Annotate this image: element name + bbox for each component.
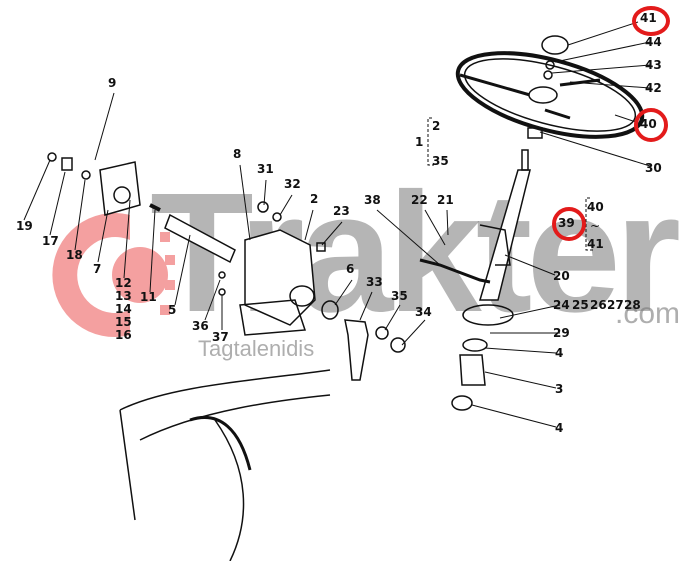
horn-cap xyxy=(541,35,569,55)
highlight-39 xyxy=(552,207,586,241)
washer-43 xyxy=(543,70,553,80)
part-label[interactable]: 4 xyxy=(555,346,564,360)
logo-c-shape xyxy=(52,212,130,337)
part-label[interactable]: 18 xyxy=(66,248,83,262)
part-label[interactable]: 37 xyxy=(212,330,229,344)
part-label-highlighted[interactable]: 40 xyxy=(640,117,657,131)
tractor-body xyxy=(119,369,331,561)
part-label[interactable]: 12 xyxy=(115,276,132,290)
part-label[interactable]: 33 xyxy=(366,275,383,289)
part-label[interactable]: 31 xyxy=(257,162,274,176)
seal-6 xyxy=(321,300,339,320)
part-label[interactable]: 34 xyxy=(415,305,432,319)
logo-gear-teeth-icon xyxy=(160,232,175,315)
bearing-4 xyxy=(462,338,488,352)
wheel-hub xyxy=(528,86,558,104)
bushing-30 xyxy=(527,127,543,139)
cover-7 xyxy=(99,161,141,216)
part-label[interactable]: 27 xyxy=(607,298,624,312)
part-label[interactable]: 20 xyxy=(553,269,570,283)
watermark-brand: Trakter xyxy=(150,158,681,348)
part-label[interactable]: 44 xyxy=(645,35,662,49)
part-label[interactable]: 28 xyxy=(624,298,641,312)
part-label[interactable]: 2 xyxy=(432,119,441,133)
part-label[interactable]: 41 xyxy=(587,237,604,251)
part-label[interactable]: 6 xyxy=(346,262,355,276)
part-label[interactable]: 15 xyxy=(115,315,132,329)
part-label[interactable]: 25 xyxy=(572,298,589,312)
part-label[interactable]: 23 xyxy=(333,204,350,218)
nut-44 xyxy=(545,60,555,70)
part-label[interactable]: 26 xyxy=(590,298,607,312)
arm-33 xyxy=(344,319,369,381)
part-label[interactable]: 24 xyxy=(553,298,570,312)
part-label-highlighted[interactable]: 41 xyxy=(640,11,657,25)
part-label[interactable]: 35 xyxy=(391,289,408,303)
part-label[interactable]: 13 xyxy=(115,289,132,303)
part-label[interactable]: 32 xyxy=(284,177,301,191)
part-label[interactable]: 22 xyxy=(411,193,428,207)
part-label[interactable]: 43 xyxy=(645,58,662,72)
part-label[interactable]: 7 xyxy=(93,262,102,276)
part-label[interactable]: 9 xyxy=(108,76,117,90)
logo-gear-icon xyxy=(112,247,168,303)
part-label[interactable]: 30 xyxy=(645,161,662,175)
part-label[interactable]: 21 xyxy=(437,193,454,207)
part-label[interactable]: 19 xyxy=(16,219,33,233)
part-label[interactable]: 38 xyxy=(364,193,381,207)
watermark-domain: .com xyxy=(615,297,681,330)
part-label[interactable]: 11 xyxy=(140,290,157,304)
part-label[interactable]: 5 xyxy=(168,303,177,317)
part-label[interactable]: 29 xyxy=(553,326,570,340)
bracket-20 xyxy=(479,224,511,266)
part-label[interactable]: 17 xyxy=(42,234,59,248)
part-label[interactable]: 35 xyxy=(432,154,449,168)
watermark-owner: Tagtalenidis xyxy=(198,336,315,361)
flange-24 xyxy=(462,304,514,326)
column-shaft xyxy=(521,149,529,171)
part-label[interactable]: 8 xyxy=(233,147,242,161)
highlight-41 xyxy=(632,6,670,36)
part-label[interactable]: 14 xyxy=(115,302,132,316)
highlight-40 xyxy=(634,108,668,142)
part-label[interactable]: 42 xyxy=(645,81,662,95)
part-label[interactable]: 3 xyxy=(555,382,564,396)
shaft-5 xyxy=(164,213,236,264)
bearing-4b xyxy=(451,395,473,411)
worm-3 xyxy=(459,354,486,386)
part-label[interactable]: 36 xyxy=(192,319,209,333)
tilde-separator: ~ xyxy=(590,219,601,233)
gearbox-base xyxy=(239,299,307,336)
lever-38 xyxy=(419,258,491,284)
part-label[interactable]: 2 xyxy=(310,192,319,206)
part-label[interactable]: 4 xyxy=(555,421,564,435)
group-label[interactable]: 1 xyxy=(415,135,424,149)
part-label[interactable]: 40 xyxy=(587,200,604,214)
gearbox-housing-2 xyxy=(244,229,316,326)
part-label-highlighted[interactable]: 39 xyxy=(558,216,575,230)
part-label[interactable]: 16 xyxy=(115,328,132,342)
